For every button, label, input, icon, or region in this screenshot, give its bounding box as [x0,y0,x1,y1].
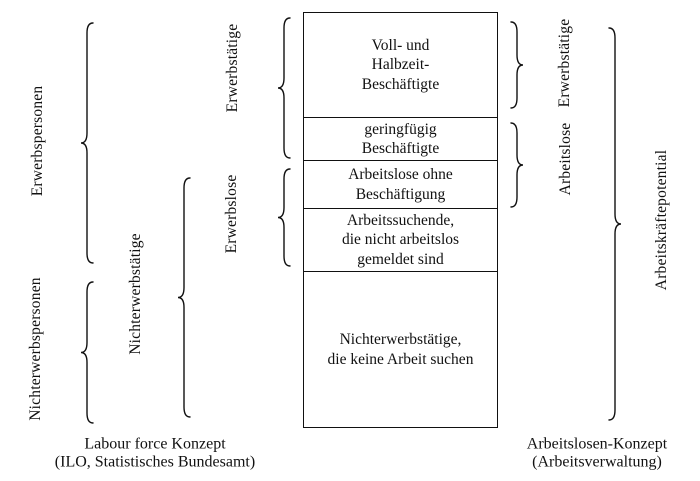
box-line: Beschäftigte [361,75,440,93]
label-erwerbslose: Erwerbslose [223,174,240,254]
brace-erwerbslose [277,168,291,267]
box-line: Arbeitslose ohne [348,166,453,183]
brace-erwerbstaetige-right [510,21,524,109]
caption-line: Arbeitslosen-Konzept [526,435,668,453]
box-line: die nicht arbeitslos [341,231,460,249]
box-line: gemeldet sind [357,250,444,268]
caption-line: (ILO, Statistisches Bundesamt) [54,453,256,470]
box-line: Beschäftigte [361,140,440,157]
label-arbeitskraeftepotential: Arbeitskräftepotential [653,149,670,291]
brace-nichterwerbspersonen [80,281,94,424]
box-line: die keine Arbeit suchen [327,350,474,368]
brace-erwerbspersonen [80,22,94,264]
box-line: Arbeitssuchende, [346,211,455,229]
category-box-column: Voll- und Halbzeit- Beschäftigte geringf… [303,12,498,428]
label-arbeitslose-right: Arbeitslose [557,122,574,196]
box-geringfuegig-beschaeftigte: geringfügig Beschäftigte [304,117,497,160]
brace-erwerbstaetige-left [277,17,291,159]
box-line: Nichterwerbstätige, [339,331,462,348]
brace-arbeitskraeftepotential [608,27,622,421]
box-nichterwerbstaetige-keine-arbeit: Nichterwerbstätige, die keine Arbeit suc… [304,271,497,427]
brace-arbeitslose-right [510,122,524,208]
box-arbeitssuchende-nicht-gemeldet: Arbeitssuchende, die nicht arbeitslos ge… [304,208,497,271]
caption-arbeitslosen-konzept: Arbeitslosen-Konzept (Arbeitsverwaltung) [527,436,667,471]
label-nichterwerbstaetige: Nichterwerbstätige [127,233,144,355]
label-erwerbspersonen: Erwerbspersonen [29,85,46,197]
box-line: Halbzeit- [371,56,430,74]
box-line: geringfügig [364,120,437,138]
label-erwerbstaetige-left: Erwerbstätige [224,23,241,113]
caption-labour-force-konzept: Labour force Konzept (ILO, Statistisches… [55,436,255,471]
box-arbeitslose-ohne-beschaeftigung: Arbeitslose ohne Beschäftigung [304,160,497,208]
box-line: Beschäftigung [355,185,446,203]
box-voll-und-halbzeit-beschaeftigte: Voll- und Halbzeit- Beschäftigte [304,13,497,117]
caption-line: Labour force Konzept [84,435,226,453]
label-erwerbstaetige-right: Erwerbstätige [556,18,573,108]
label-nichterwerbspersonen: Nichterwerbspersonen [27,277,44,421]
caption-line: (Arbeitsverwaltung) [532,453,662,470]
box-line: Voll- und [371,36,430,54]
brace-nichterwerbstaetige [177,177,191,418]
